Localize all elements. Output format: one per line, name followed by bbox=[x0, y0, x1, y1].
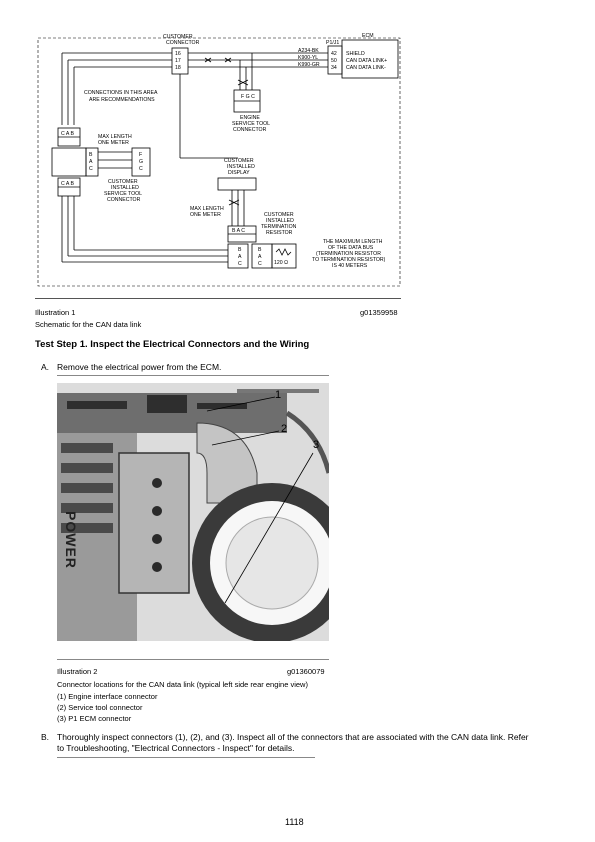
max-bus-4: TO TERMINATION RESISTOR) bbox=[312, 257, 386, 263]
max-length-1a: MAX LENGTH bbox=[98, 134, 132, 140]
step-a-text: Remove the electrical power from the ECM… bbox=[57, 362, 222, 372]
customer-connector-label-2: CONNECTOR bbox=[166, 40, 200, 46]
term-left-c: C bbox=[238, 261, 242, 267]
connections-note-1: CONNECTIONS IN THIS AREA bbox=[84, 90, 158, 96]
illustration2-code: g01360079 bbox=[287, 667, 325, 676]
term-left-b: B bbox=[238, 247, 242, 253]
illustration2-caption: Connector locations for the CAN data lin… bbox=[57, 680, 308, 689]
term-right-b: B bbox=[258, 247, 262, 253]
bac-label: B A C bbox=[232, 228, 245, 234]
engine-svc-tool-3: CONNECTOR bbox=[233, 127, 267, 133]
ecm-signal-can-plus: CAN DATA LINK+ bbox=[346, 58, 387, 64]
ecm-pin-34: 34 bbox=[331, 65, 337, 71]
cust-svc-tool-2: INSTALLED bbox=[111, 185, 139, 191]
resistor-value: 120 Ω bbox=[274, 260, 288, 266]
term-resistor-1: CUSTOMER bbox=[264, 212, 294, 218]
illustration1-caption: Schematic for the CAN data link bbox=[35, 320, 142, 329]
step-a-rule bbox=[57, 375, 329, 376]
customer-connector-label-1: CUSTOMER bbox=[163, 34, 193, 40]
cust-svc-tool-4: CONNECTOR bbox=[107, 197, 141, 203]
illustration2-item-2: (2) Service tool connector bbox=[57, 703, 143, 712]
customer-display-box bbox=[217, 177, 257, 191]
cust-display-1: CUSTOMER bbox=[224, 158, 254, 164]
step-b-line-2: to Troubleshooting, "Electrical Connecto… bbox=[57, 743, 295, 753]
pin-18: 18 bbox=[175, 65, 181, 71]
resistor-zigzag bbox=[275, 248, 292, 256]
cust-svc-tool-3: SERVICE TOOL bbox=[104, 191, 142, 197]
cab-top-label: C A B bbox=[61, 131, 75, 137]
termination-resistor-box bbox=[271, 243, 297, 269]
test-step-heading: Test Step 1. Inspect the Electrical Conn… bbox=[35, 339, 310, 350]
illustration2-item-3: (3) P1 ECM connector bbox=[57, 714, 132, 723]
cust-svc-tool-1: CUSTOMER bbox=[108, 179, 138, 185]
left-connector-body bbox=[51, 147, 87, 177]
connections-note-2: ARE RECOMMENDATIONS bbox=[89, 97, 155, 103]
cab-bottom-label: C A B bbox=[61, 181, 75, 187]
max-length-2b: ONE METER bbox=[190, 212, 221, 218]
max-bus-2: OF THE DATA BUS bbox=[328, 245, 374, 251]
wire-label-2: K900-YL bbox=[298, 55, 318, 61]
engine-svc-tool-2: SERVICE TOOL bbox=[232, 121, 270, 127]
left-pin-c: C bbox=[89, 166, 93, 172]
wire-label-1: A234-BK bbox=[298, 48, 319, 54]
ecm-signal-shield: SHIELD bbox=[346, 51, 365, 57]
illustration1-code: g01359958 bbox=[360, 308, 398, 317]
wire-label-3: K990-GR bbox=[298, 62, 320, 68]
right-pin-f: F bbox=[139, 152, 142, 158]
termination-connector-left bbox=[227, 243, 249, 269]
term-left-a: A bbox=[238, 254, 242, 260]
right-pin-c: C bbox=[139, 166, 143, 172]
customer-service-tool-block bbox=[131, 147, 151, 177]
illustration2-item-1: (1) Engine interface connector bbox=[57, 692, 158, 701]
ecm-pin-50: 50 bbox=[331, 58, 337, 64]
illustration2-rule bbox=[57, 659, 329, 660]
cust-display-3: DISPLAY bbox=[228, 170, 250, 176]
recommendation-area-frame bbox=[37, 37, 401, 287]
left-pin-b: B bbox=[89, 152, 93, 158]
max-bus-1: THE MAXIMUM LENGTH bbox=[323, 239, 383, 245]
can-schematic: CUSTOMER CONNECTOR ECM P1/J1 16 17 18 A2… bbox=[37, 33, 401, 287]
ecm-pin-42: 42 bbox=[331, 51, 337, 57]
illustration1-rule bbox=[35, 298, 401, 299]
p1j1-label: P1/J1 bbox=[326, 40, 339, 46]
callout-2: 2 bbox=[281, 423, 288, 435]
callout-3: 3 bbox=[313, 439, 320, 451]
pin-17: 17 bbox=[175, 58, 181, 64]
engine-svc-tool-1: ENGINE bbox=[240, 115, 260, 121]
step-a-letter: A. bbox=[41, 362, 50, 372]
max-length-2a: MAX LENGTH bbox=[190, 206, 224, 212]
term-resistor-3: TERMINATION bbox=[261, 224, 297, 230]
term-resistor-2: INSTALLED bbox=[266, 218, 294, 224]
pin-16: 16 bbox=[175, 51, 181, 57]
callout-1: 1 bbox=[275, 389, 282, 401]
left-pin-a: A bbox=[89, 159, 93, 165]
step-b-line-1: Thoroughly inspect connectors (1), (2), … bbox=[57, 732, 529, 742]
term-resistor-4: RESISTOR bbox=[266, 230, 293, 236]
photo-lettering-power: POWER bbox=[63, 511, 79, 569]
page-number: 1118 bbox=[285, 817, 304, 827]
illustration1-label: Illustration 1 bbox=[35, 308, 76, 317]
term-right-c: C bbox=[258, 261, 262, 267]
max-length-1b: ONE METER bbox=[98, 140, 129, 146]
svc-pins-label: F G C bbox=[241, 94, 255, 100]
ecm-signal-can-minus: CAN DATA LINK- bbox=[346, 65, 386, 71]
termination-connector-right bbox=[251, 243, 273, 269]
cust-display-2: INSTALLED bbox=[227, 164, 255, 170]
ecm-label: ECM bbox=[362, 33, 374, 39]
engine-photo: POWER 1 2 3 bbox=[57, 383, 329, 641]
max-bus-5: IS 40 METERS bbox=[332, 263, 368, 269]
illustration2-label: Illustration 2 bbox=[57, 667, 98, 676]
right-pin-g: G bbox=[139, 159, 143, 165]
step-b-rule bbox=[57, 757, 315, 758]
term-right-a: A bbox=[258, 254, 262, 260]
max-bus-3: (TERMINATION RESISTOR bbox=[316, 251, 381, 257]
step-b-letter: B. bbox=[41, 732, 50, 742]
